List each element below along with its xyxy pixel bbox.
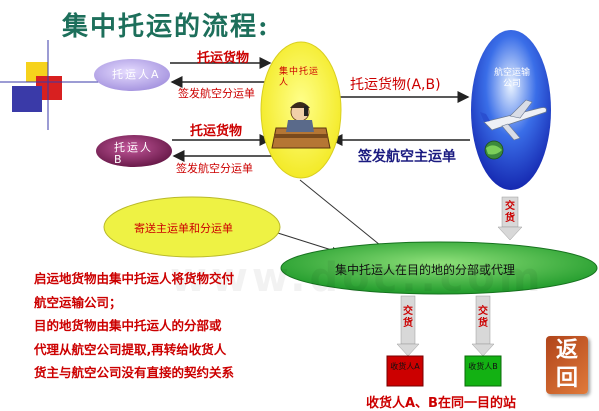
destination-agent-node [280,241,598,295]
description-line: 货主与航空公司没有直接的契约关系 [34,365,235,380]
shipper-a-label: 托运人A [112,68,161,81]
globe-icon [484,140,504,160]
edge-label-consolidator-to-airline: 托运货物(A,B) [350,77,441,93]
send-bubble-node [103,196,281,258]
page-title: 集中托运的流程: [62,12,270,42]
office-worker-icon [271,102,331,149]
consolidator-label: 集中托运人 [279,67,320,88]
destination-agent-label: 集中托运人在目的地的分部或代理 [335,263,516,277]
description-line: 启运地货物由集中托运人将货物交付 [34,271,235,286]
description-line: 航空运输公司； [34,294,122,310]
send-bubble-label: 寄送主运单和分运单 [134,222,233,235]
edge-label-b-to-consolidator: 托运货物 [190,124,243,139]
airplane-icon [480,99,547,141]
airline-label: 航空运输公司 [493,68,530,89]
edge-label-agent-to-consignee-b: 交货 [478,306,488,329]
connector-consolidator-agent [299,179,381,246]
description-line: 目的地货物由集中托运人的分部或 [34,318,222,333]
edge-label-airline-to-consolidator: 签发航空主运单 [358,149,456,165]
shipper-a-node [94,59,170,91]
edge-label-airline-to-agent: 交货 [505,201,515,224]
edge-label-agent-to-consignee-a: 交货 [403,306,413,329]
description-block: 启运地货物由集中托运人将货物交付 航空运输公司； 目的地货物由集中托运人的分部或… [34,267,304,385]
back-button[interactable]: 返回 [546,336,588,394]
watermark: www.doc..com [170,255,545,301]
shipper-b-node [96,135,172,167]
description-line: 代理从航空公司提取,再转给收货人 [34,341,227,357]
edge-label-consolidator-to-a: 签发航空分运单 [178,87,255,100]
decorative-squares [0,40,100,130]
shipper-b-label: 托运人B [114,141,153,166]
footer-note: 收货人A、B在同一目的站 [366,396,516,411]
edge-label-a-to-consolidator: 托运货物 [197,51,250,66]
consignee-a-label: 收货人A [390,362,420,371]
consignee-b-node [464,355,502,387]
edge-label-consolidator-to-b: 签发航空分运单 [176,162,253,175]
consignee-b-label: 收货人B [468,362,498,371]
consignee-a-node [386,355,424,387]
